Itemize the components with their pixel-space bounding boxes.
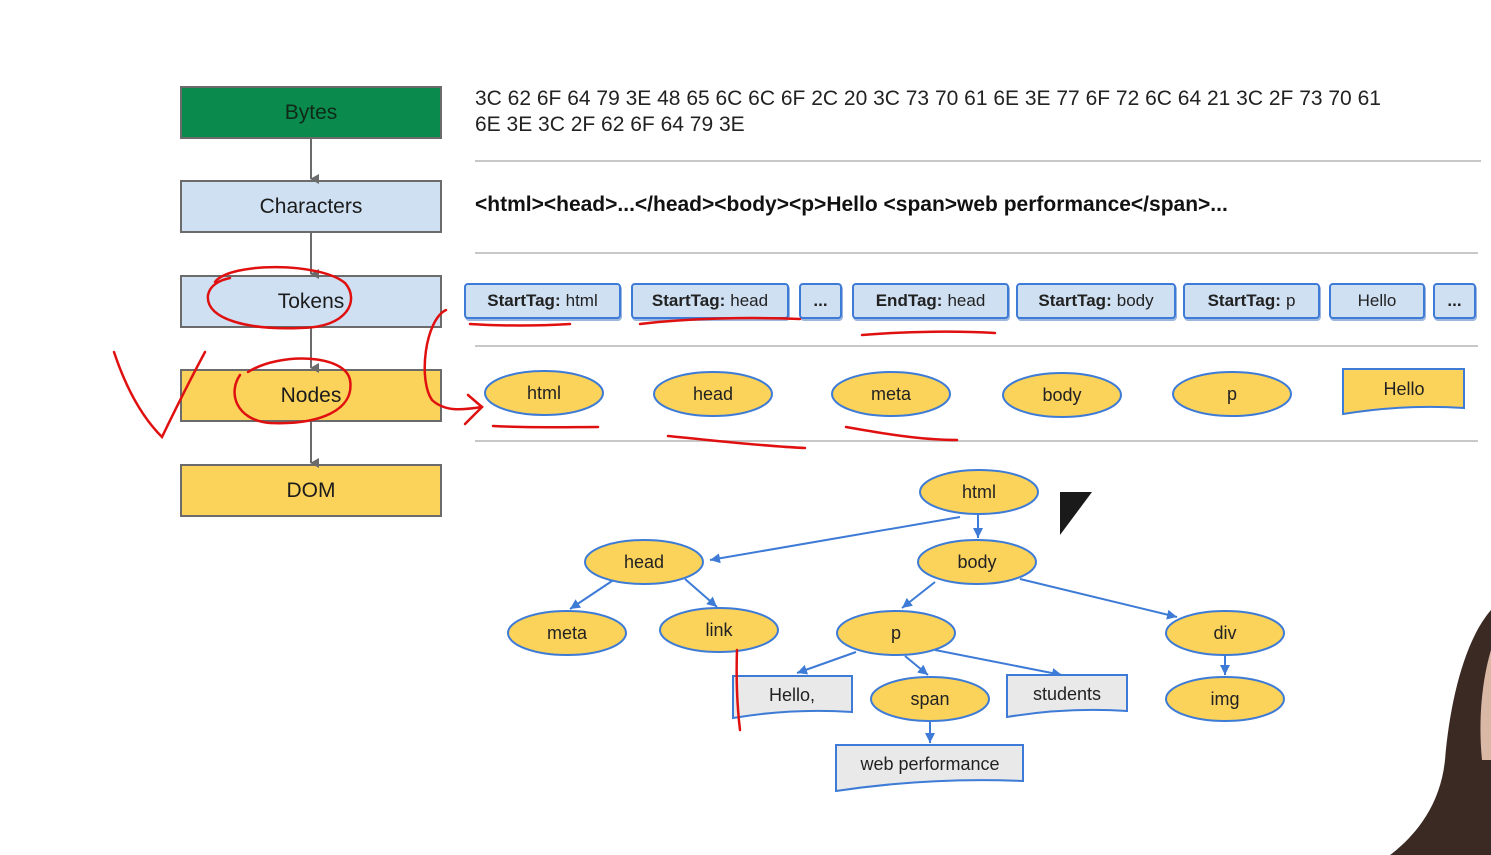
ink-arrowhead bbox=[463, 393, 484, 426]
bytes-line-2: 6E 3E 3C 2F 62 6F 64 79 3E bbox=[475, 113, 745, 136]
dom-node-html: html bbox=[919, 469, 1039, 515]
dom-node-link: link bbox=[659, 607, 779, 653]
edge-html-head bbox=[709, 516, 961, 564]
token-starttag-body: StartTag:body bbox=[1016, 283, 1176, 319]
svg-text:p: p bbox=[891, 623, 901, 643]
divider-4 bbox=[475, 440, 1478, 442]
token-hello: Hello bbox=[1329, 283, 1425, 319]
presenter-face bbox=[1480, 650, 1491, 760]
svg-text:img: img bbox=[1210, 689, 1239, 709]
svg-text:web performance: web performance bbox=[859, 754, 999, 774]
ink-circle-tokens bbox=[206, 265, 353, 330]
edge-head-meta bbox=[569, 578, 616, 610]
bytes-line-1: 3C 62 6F 64 79 3E 48 65 6C 6C 6F 2C 20 3… bbox=[475, 87, 1381, 110]
dom-node-p: p bbox=[836, 610, 956, 656]
edge-head-link bbox=[684, 578, 718, 608]
stage-dom: DOM bbox=[180, 464, 442, 517]
dom-node-meta: meta bbox=[507, 610, 627, 656]
svg-text:head: head bbox=[624, 552, 664, 572]
svg-text:students: students bbox=[1033, 684, 1101, 704]
overlay-corner-shape bbox=[1060, 492, 1092, 535]
ink-underline-starttag-html bbox=[468, 322, 572, 327]
dom-node-head: head bbox=[584, 539, 704, 585]
dom-node-div: div bbox=[1165, 610, 1285, 656]
ink-underline-endtag-head bbox=[860, 330, 997, 337]
token-endtag-head: EndTag:head bbox=[852, 283, 1009, 319]
node-body: body bbox=[1002, 372, 1122, 418]
edge-p-span bbox=[904, 655, 929, 676]
divider-2 bbox=[475, 252, 1478, 254]
stage-tokens: Tokens bbox=[180, 275, 442, 328]
edge-p-hello bbox=[796, 651, 857, 675]
edge-body-p bbox=[901, 581, 936, 609]
ink-circle-nodes bbox=[233, 357, 352, 425]
dom-edges bbox=[569, 514, 1230, 743]
node-meta: meta bbox=[831, 371, 951, 417]
divider-1 bbox=[475, 160, 1481, 162]
svg-text:Hello,: Hello, bbox=[769, 685, 815, 705]
dom-node-hello-text: Hello, bbox=[732, 675, 853, 720]
bytes-hex: 3C 62 6F 64 79 3E 48 65 6C 6C 6F 2C 20 3… bbox=[475, 86, 1475, 138]
svg-text:html: html bbox=[962, 482, 996, 502]
ink-bracket bbox=[423, 308, 484, 411]
svg-text:span: span bbox=[910, 689, 949, 709]
ink-underline-node-meta bbox=[844, 425, 959, 442]
node-hello-text: Hello bbox=[1342, 368, 1465, 416]
svg-text:meta: meta bbox=[547, 623, 588, 643]
dom-node-body: body bbox=[917, 539, 1037, 585]
svg-text:html: html bbox=[527, 383, 561, 403]
svg-text:head: head bbox=[693, 384, 733, 404]
svg-text:div: div bbox=[1213, 623, 1236, 643]
dom-node-webperf-text: web performance bbox=[835, 744, 1024, 793]
edge-p-students bbox=[934, 649, 1063, 678]
node-head: head bbox=[653, 371, 773, 417]
node-p: p bbox=[1172, 371, 1292, 417]
svg-text:meta: meta bbox=[871, 384, 912, 404]
dom-node-students-text: students bbox=[1006, 674, 1128, 719]
token-starttag-p: StartTag:p bbox=[1183, 283, 1320, 319]
ink-underline-node-html bbox=[491, 424, 600, 429]
token-starttag-html: StartTag:html bbox=[464, 283, 621, 319]
token-starttag-head: StartTag:head bbox=[631, 283, 789, 319]
svg-text:link: link bbox=[705, 620, 733, 640]
node-html: html bbox=[484, 370, 604, 416]
stage-characters: Characters bbox=[180, 180, 442, 233]
ink-mark-link bbox=[735, 648, 742, 732]
ink-checkmark bbox=[112, 350, 207, 440]
token-ellipsis-2: ... bbox=[1433, 283, 1476, 319]
stage-bytes: Bytes bbox=[180, 86, 442, 139]
svg-text:Hello: Hello bbox=[1383, 379, 1424, 399]
dom-node-img: img bbox=[1165, 676, 1285, 722]
ink-underline-starttag-head bbox=[638, 316, 802, 326]
token-ellipsis-1: ... bbox=[799, 283, 842, 319]
characters-text: <html><head>...</head><body><p>Hello <sp… bbox=[475, 193, 1228, 216]
dom-node-span: span bbox=[870, 676, 990, 722]
divider-3 bbox=[475, 345, 1478, 347]
svg-text:body: body bbox=[1042, 385, 1081, 405]
edge-body-div bbox=[1019, 578, 1178, 620]
presenter-silhouette bbox=[1390, 610, 1491, 855]
svg-text:body: body bbox=[957, 552, 996, 572]
ink-underline-node-head bbox=[666, 434, 807, 450]
svg-text:p: p bbox=[1227, 384, 1237, 404]
